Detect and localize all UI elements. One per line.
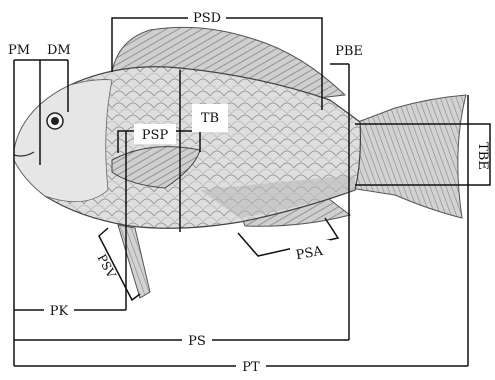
dm-label: DM bbox=[47, 43, 71, 58]
pbe-label: PBE bbox=[335, 44, 363, 59]
psv-label: PSV bbox=[94, 252, 118, 281]
head bbox=[14, 80, 112, 202]
eye-pupil bbox=[51, 117, 59, 125]
pelvic-fin bbox=[118, 225, 150, 298]
tbe-label: TBE bbox=[475, 142, 490, 170]
caudal-fin bbox=[350, 95, 466, 218]
tb-label: TB bbox=[201, 111, 219, 126]
psp-label: PSP bbox=[142, 128, 169, 143]
pt-label: PT bbox=[242, 360, 260, 375]
pm-label: PM bbox=[8, 43, 30, 58]
pk-label: PK bbox=[50, 304, 69, 319]
fish-illustration bbox=[14, 27, 466, 298]
psd-label: PSD bbox=[193, 11, 221, 26]
ps-label: PS bbox=[188, 334, 206, 349]
